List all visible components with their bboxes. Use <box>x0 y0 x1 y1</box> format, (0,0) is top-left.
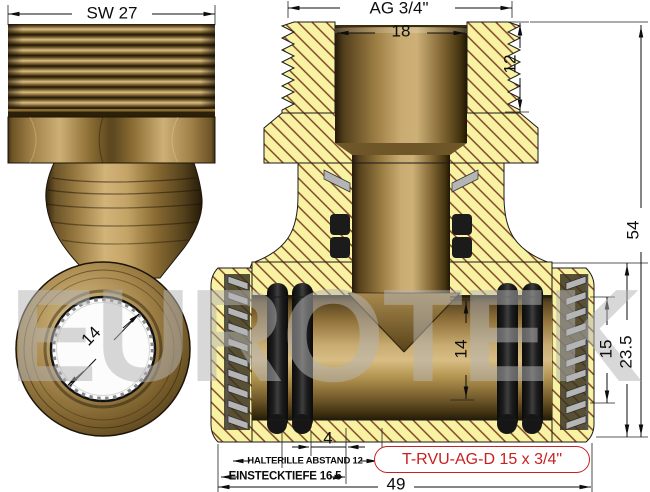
cross-section-view <box>210 21 595 443</box>
side-view-thread <box>8 24 215 117</box>
side-view-socket-face <box>15 261 191 437</box>
side-view-hex-nut <box>7 116 216 164</box>
dimension-arrows <box>8 5 644 490</box>
dim-socket-height-label: 23.5 <box>616 335 636 369</box>
product-code-badge: T-RVU-AG-D 15 x 3/4" <box>374 446 590 473</box>
dim-total-height-label: 54 <box>623 220 643 240</box>
dimension-lines <box>7 1 648 492</box>
o-rings <box>267 283 543 434</box>
section-outlines <box>252 162 552 421</box>
dim-pipe-od-label: 15 <box>596 339 616 359</box>
dim-wrench-size-label: SW 27 <box>82 4 142 22</box>
dim-oring-spacing-label: 4 <box>323 428 333 448</box>
dim-thread-type-label: AG 3/4" <box>365 0 433 17</box>
dim-total-width-label: 49 <box>386 474 406 492</box>
product-code-text: T-RVU-AG-D 15 x 3/4" <box>401 450 563 468</box>
bore-cone <box>348 293 460 352</box>
extension-lines <box>7 1 648 492</box>
side-view-body <box>45 162 203 279</box>
dim-thread-length-label: 12 <box>500 54 520 74</box>
section-hatched-walls <box>210 21 595 443</box>
grip-rings <box>225 169 589 430</box>
note-insertion-depth-label: EINSTECKTIEFE 16.5 <box>228 470 342 483</box>
dim-thread-inner-dia-label: 18 <box>391 21 411 41</box>
note-retainer-spacing-label: HALTERILLE ABSTAND 12 <box>247 455 363 467</box>
dim-branch-bore-label: 14 <box>451 339 471 359</box>
side-view <box>7 24 216 437</box>
